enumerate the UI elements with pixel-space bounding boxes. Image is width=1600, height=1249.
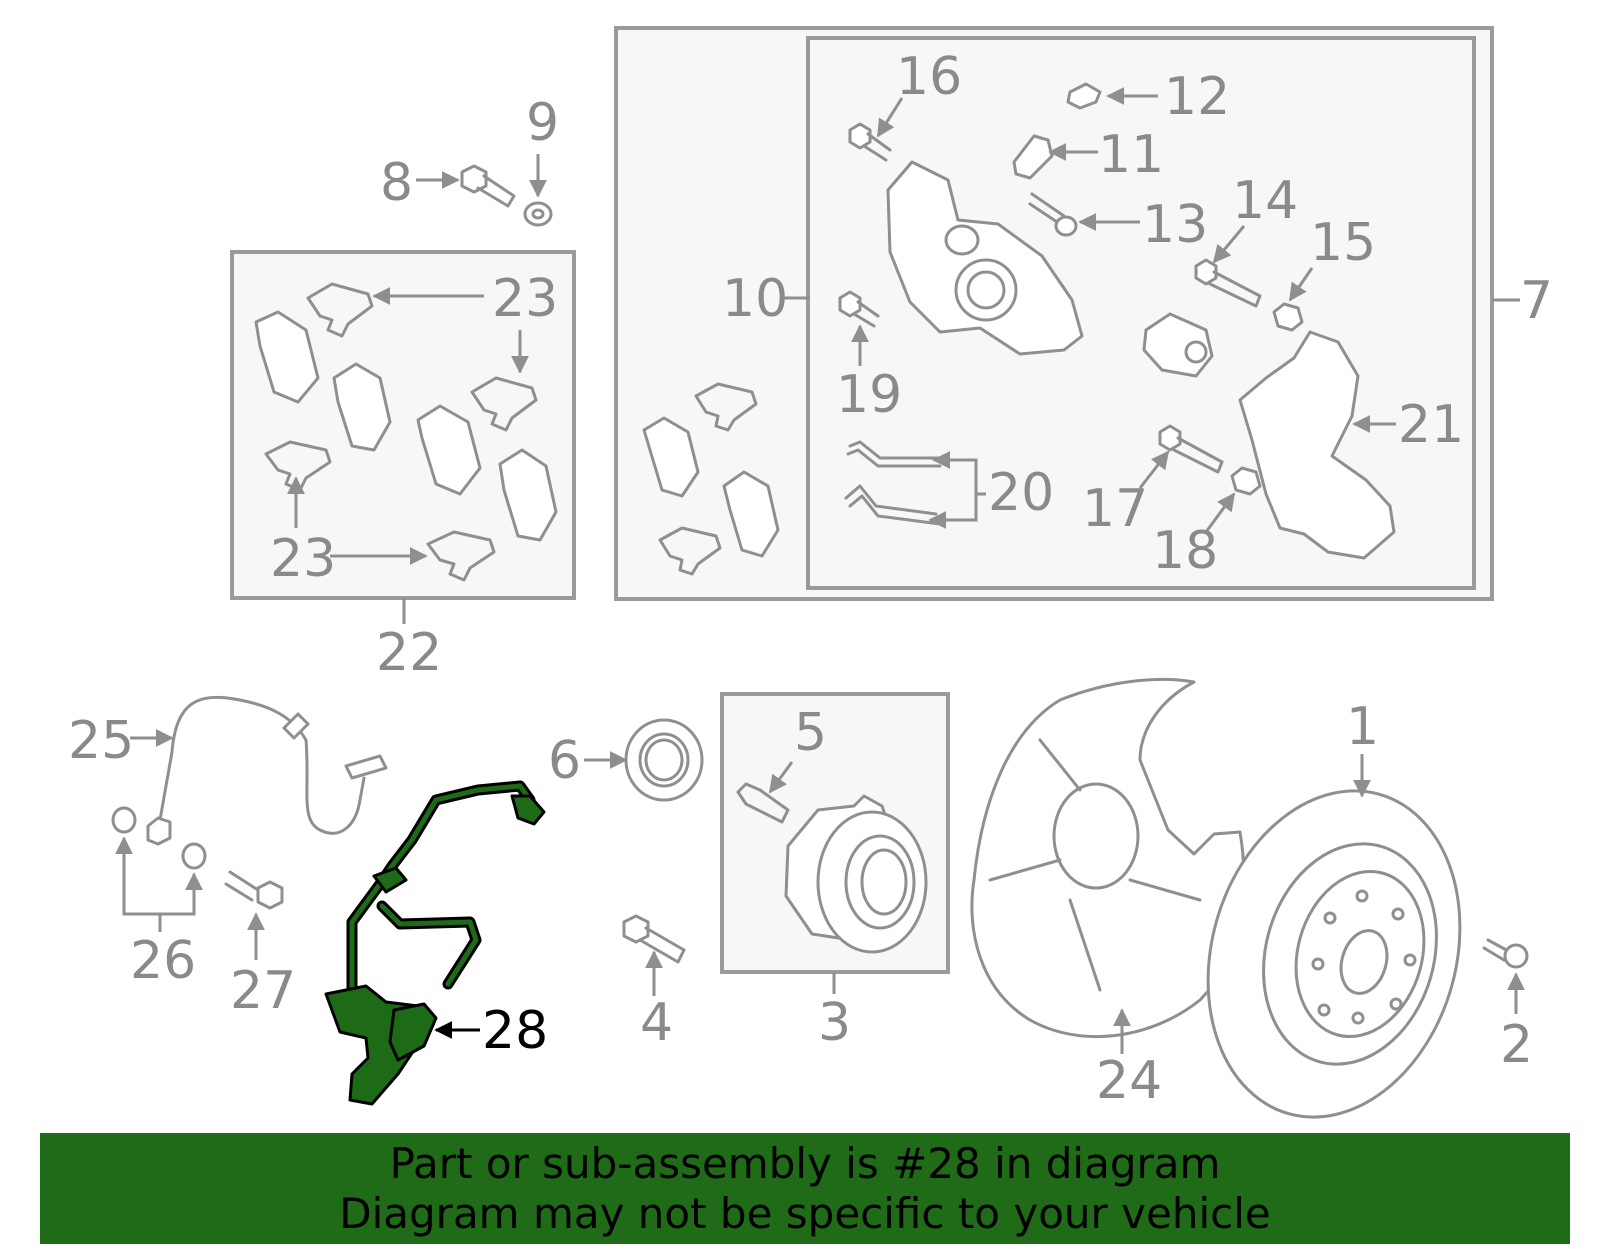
callout-5: 5 (794, 703, 827, 763)
callout-10: 10 (722, 269, 788, 329)
bolt-27 (224, 870, 284, 910)
caliper-bracket-21 (1238, 330, 1396, 560)
callout-17: 17 (1082, 479, 1148, 539)
dust-shield-24 (970, 677, 1246, 1038)
leader-16 (876, 97, 904, 138)
washer-26b (181, 842, 207, 870)
callout-6: 6 (548, 731, 581, 791)
callout-2: 2 (1500, 1015, 1533, 1075)
leader-5 (768, 761, 794, 794)
leader-17 (1138, 450, 1170, 489)
hub-3 (736, 782, 928, 954)
brake-pads-kit (254, 282, 558, 582)
pin-13 (1028, 192, 1078, 237)
callout-21: 21 (1398, 395, 1464, 455)
guide-pin-14 (1194, 258, 1262, 308)
callout-23-bottom: 23 (270, 529, 336, 589)
clips-20 (844, 440, 942, 526)
callout-16: 16 (896, 47, 962, 107)
callout-15: 15 (1310, 213, 1376, 273)
callout-28: 28 (482, 1001, 548, 1061)
callout-20: 20 (988, 463, 1054, 523)
washer-9 (523, 201, 553, 227)
info-banner: Part or sub-assembly is #28 in diagram D… (40, 1133, 1570, 1244)
guide-pin-17 (1158, 424, 1224, 474)
callout-11: 11 (1098, 125, 1164, 185)
callout-8: 8 (380, 153, 413, 213)
callout-24: 24 (1096, 1051, 1162, 1111)
bolt-19 (838, 290, 880, 328)
callout-18: 18 (1152, 521, 1218, 581)
callout-1: 1 (1346, 697, 1379, 757)
brake-rotor-1 (1206, 789, 1462, 1119)
bleeder-12 (1066, 82, 1102, 110)
pad-kit-box (230, 250, 576, 600)
banner-line-2: Diagram may not be specific to your vehi… (339, 1189, 1271, 1238)
boot-15 (1272, 302, 1304, 332)
leader-15 (1288, 267, 1314, 302)
callout-13: 13 (1142, 195, 1208, 255)
pads-in-caliper-box (642, 382, 780, 576)
screw-2 (1482, 938, 1529, 969)
banner-line-1: Part or sub-assembly is #28 in diagram (389, 1139, 1221, 1188)
callout-4: 4 (640, 993, 673, 1053)
callout-12: 12 (1164, 67, 1230, 127)
wheel-speed-sensor-harness-28 (324, 780, 546, 1106)
bearing-6 (624, 718, 704, 802)
callout-23-top: 23 (492, 269, 558, 329)
callout-27: 27 (230, 961, 296, 1021)
leader-14 (1212, 225, 1246, 264)
callout-25: 25 (68, 711, 134, 771)
piston (1142, 312, 1214, 378)
sensor-25 (146, 695, 388, 846)
callout-22: 22 (376, 623, 442, 683)
boot-18 (1230, 466, 1262, 496)
callout-7: 7 (1520, 271, 1553, 331)
bolt-16 (848, 122, 892, 162)
callout-9: 9 (526, 93, 559, 153)
caliper-housing (886, 160, 1084, 356)
leader-18 (1204, 492, 1236, 533)
callout-3: 3 (818, 993, 851, 1053)
callout-14: 14 (1232, 171, 1298, 231)
bolt-8 (460, 164, 516, 208)
callout-26: 26 (130, 931, 196, 991)
callout-19: 19 (836, 365, 902, 425)
bolt-4 (622, 914, 686, 964)
washer-26a (111, 806, 137, 834)
